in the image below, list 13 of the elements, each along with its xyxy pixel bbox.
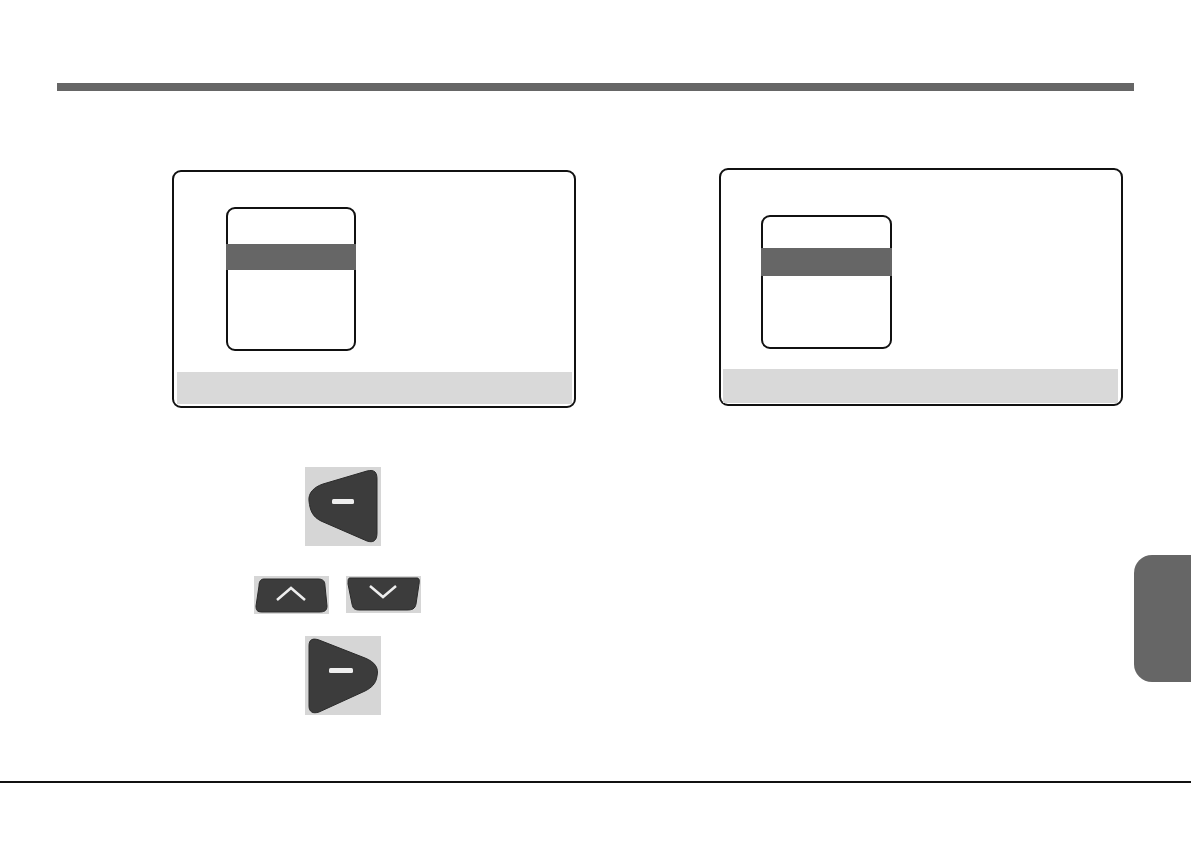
status-bar xyxy=(177,372,572,404)
minus-key-icon xyxy=(305,636,381,715)
menu-panel xyxy=(226,207,356,351)
highlight-bar xyxy=(226,244,356,270)
status-bar xyxy=(723,369,1118,403)
menu-panel xyxy=(761,215,892,349)
up-chevron-key-icon xyxy=(254,576,329,614)
minus-key-icon xyxy=(305,467,381,546)
section-tab xyxy=(1134,555,1191,682)
highlight-bar xyxy=(761,248,892,276)
down-chevron-key-icon xyxy=(346,576,421,613)
display-screen xyxy=(719,168,1123,406)
display-screen xyxy=(172,170,576,408)
